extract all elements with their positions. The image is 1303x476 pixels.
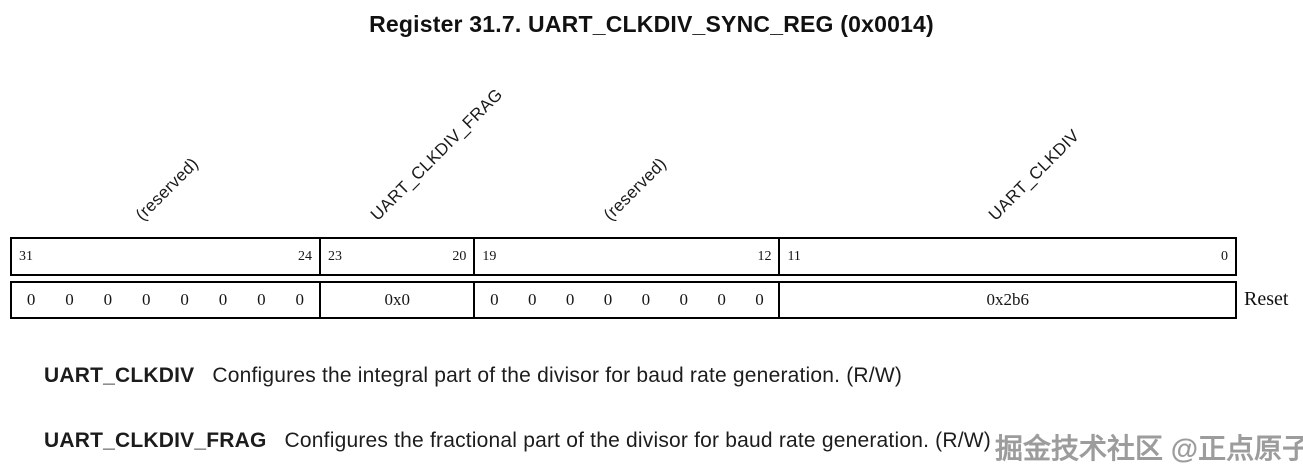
field-label-reserved-19-12: (reserved) [599, 153, 671, 225]
description-text: Configures the integral part of the divi… [212, 364, 903, 387]
register-title: Register 31.7. UART_CLKDIV_SYNC_REG (0x0… [369, 11, 934, 37]
reset-bit: 0 [180, 290, 189, 309]
reset-bit: 0 [65, 290, 74, 309]
reset-bit: 0 [565, 290, 575, 309]
bit-low: 0 [1221, 248, 1228, 264]
reset-bit-list: 0 0 0 0 0 0 0 0 [475, 290, 778, 310]
field-label-reserved-31-24: (reserved) [131, 153, 203, 225]
reset-cell-uart-clkdiv-frag: 0x0 [318, 283, 473, 317]
bit-high: 11 [787, 248, 801, 264]
bit-range-row: 31 24 23 20 19 12 11 0 [10, 237, 1237, 276]
bit-range-cell-23-20: 23 20 [318, 239, 473, 274]
field-label-uart-clkdiv-frag: UART_CLKDIV_FRAG [366, 84, 507, 225]
reset-bit: 0 [490, 290, 499, 309]
reset-bit: 0 [679, 290, 688, 309]
field-label-uart-clkdiv: UART_CLKDIV [984, 125, 1084, 225]
bit-range-cell-19-12: 19 12 [473, 239, 778, 274]
bit-low: 20 [452, 248, 467, 264]
reset-bit: 0 [717, 290, 726, 309]
reset-cell-reserved-31-24: 0 0 0 0 0 0 0 0 [12, 283, 319, 317]
bit-high: 31 [19, 248, 33, 264]
bit-high: 19 [482, 248, 497, 264]
reset-bit-list: 0 0 0 0 0 0 0 0 [12, 290, 319, 310]
bit-range-cell-31-24: 31 24 [12, 239, 319, 274]
reset-bit: 0 [641, 290, 651, 309]
bit-range-cell-11-0: 11 0 [778, 239, 1235, 274]
description-uart-clkdiv: UART_CLKDIV Configures the integral part … [44, 364, 902, 388]
reset-row-caption: Reset [1244, 288, 1289, 310]
description-text: Configures the fractional part of the di… [284, 429, 991, 452]
reset-bit: 0 [218, 290, 228, 309]
reset-bit: 0 [603, 290, 613, 309]
reset-bit: 0 [103, 290, 113, 309]
reset-cell-uart-clkdiv: 0x2b6 [778, 283, 1235, 317]
watermark-overlay: 掘金技术社区 @正点原子 [995, 433, 1303, 464]
description-uart-clkdiv-frag: UART_CLKDIV_FRAG Configures the fractiona… [44, 429, 991, 453]
reset-bit: 0 [295, 290, 304, 309]
description-term: UART_CLKDIV [44, 364, 195, 387]
bit-low: 12 [757, 248, 772, 264]
reset-value-row: 0 0 0 0 0 0 0 0 0x0 0 0 0 0 0 0 0 0 0x2b6 [10, 281, 1237, 319]
reset-bit: 0 [142, 290, 151, 309]
reset-bit: 0 [26, 290, 36, 309]
reset-value: 0x0 [384, 290, 410, 309]
reset-bit: 0 [755, 290, 764, 309]
reset-bit: 0 [527, 290, 537, 309]
reset-bit: 0 [257, 290, 266, 309]
reset-value: 0x2b6 [986, 290, 1029, 309]
bit-high: 23 [327, 248, 342, 264]
bit-low: 24 [297, 248, 312, 264]
reset-cell-reserved-19-12: 0 0 0 0 0 0 0 0 [473, 283, 778, 317]
description-term: UART_CLKDIV_FRAG [44, 429, 267, 452]
